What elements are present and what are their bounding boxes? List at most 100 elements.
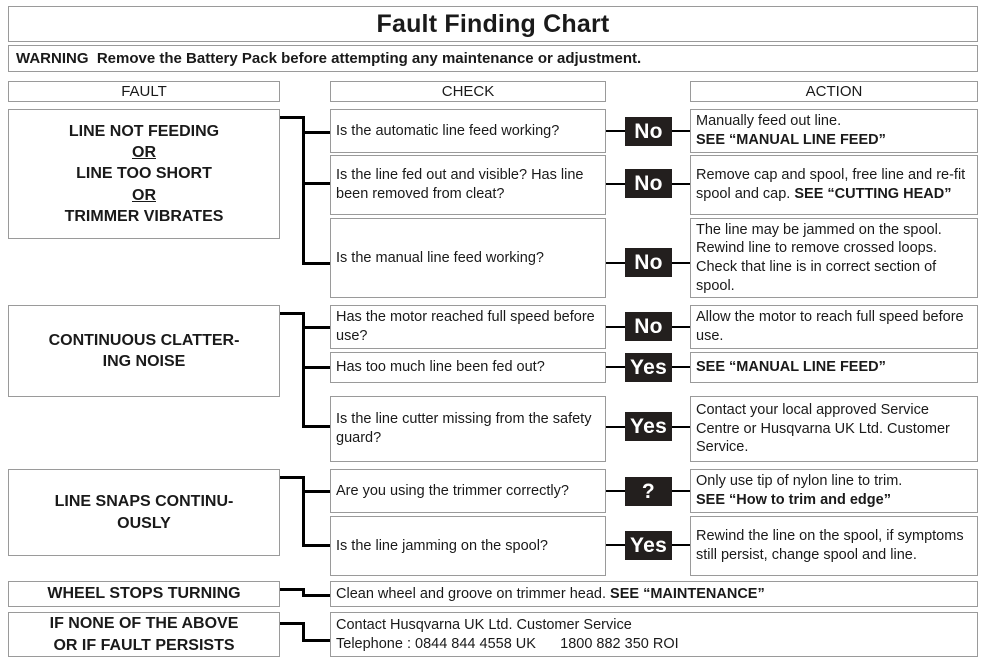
badge-yes: Yes: [625, 412, 672, 441]
connector-segment: [280, 116, 305, 119]
fault-box-line-snaps-continuously: LINE SNAPS CONTINU- OUSLY: [8, 469, 280, 556]
connector-trunk: [302, 116, 305, 265]
badge-no: No: [625, 312, 672, 341]
phone-roi: 1800 882 350 ROI: [560, 635, 679, 652]
connector-branch: [302, 326, 332, 329]
fault-line-0: LINE SNAPS CONTINU-: [54, 493, 234, 511]
connector-link: [606, 262, 625, 264]
action-text: Allow the motor to reach full speed befo…: [696, 309, 964, 344]
check-box: Is the manual line feed working?: [330, 218, 606, 298]
fault-box-continuous-clattering-noise: CONTINUOUS CLATTER- ING NOISE: [8, 305, 280, 397]
connector-trunk: [302, 312, 305, 428]
connector-branch: [302, 182, 332, 185]
fault-line-4: TRIMMER VIBRATES: [64, 207, 224, 225]
connector-trunk: [302, 476, 305, 547]
action-box: Manually feed out line. SEE “MANUAL LINE…: [690, 109, 978, 153]
fault-line-2: LINE TOO SHORT: [76, 165, 212, 183]
connector-link: [606, 183, 625, 185]
fault-line-0: IF NONE OF THE ABOVE: [49, 615, 239, 633]
connector-branch: [302, 490, 332, 493]
check-text: Is the manual line feed working?: [336, 249, 544, 266]
connector-link: [606, 544, 625, 546]
fault-line-0: LINE NOT FEEDING: [68, 123, 220, 141]
connector-trunk: [302, 588, 305, 596]
action-text: Remove cap and spool, free line and re-f…: [691, 166, 977, 203]
chart-title-box: Fault Finding Chart: [8, 6, 978, 42]
connector-segment: [280, 588, 305, 591]
column-header-fault: FAULT: [8, 81, 280, 102]
check-text: Are you using the trimmer correctly?: [336, 482, 569, 499]
action-text: Only use tip of nylon line to trim. SEE …: [691, 472, 906, 509]
fault-box-if-none-of-the-above: IF NONE OF THE ABOVE OR IF FAULT PERSIST…: [8, 612, 280, 657]
fault-line-3: OR: [132, 186, 156, 204]
warning-label: WARNING: [16, 50, 89, 67]
action-bold: SEE “MAINTENANCE”: [610, 585, 765, 602]
warning-body: Remove the Battery Pack before attemptin…: [96, 50, 642, 67]
connector-trunk: [302, 622, 305, 642]
connector-link: [606, 326, 625, 328]
check-text: Is the line jamming on the spool?: [336, 537, 548, 554]
fault-label: LINE SNAPS CONTINU- OUSLY: [55, 491, 234, 533]
action-bold: SEE “MANUAL LINE FEED”: [696, 132, 886, 148]
connector-link: [606, 490, 625, 492]
action-box: Rewind the line on the spool, if symptom…: [690, 516, 978, 576]
connector-link: [672, 366, 690, 368]
action-plain: Remove cap and spool, free line and re-f…: [696, 167, 966, 202]
connector-link: [606, 130, 625, 132]
connector-branch: [302, 639, 332, 642]
fault-line-1: ING NOISE: [102, 353, 186, 370]
connector-branch: [302, 544, 332, 547]
check-box: Has too much line been fed out?: [330, 352, 606, 383]
check-text: Has too much line been fed out?: [336, 359, 545, 376]
action-plain: Only use tip of nylon line to trim.: [696, 473, 903, 490]
connector-branch: [302, 131, 332, 134]
connector-link: [672, 426, 690, 428]
telephone-label: Telephone :: [336, 635, 416, 652]
action-bold: SEE “MANUAL LINE FEED”: [696, 359, 886, 376]
action-box: Remove cap and spool, free line and re-f…: [690, 155, 978, 215]
action-box: Contact your local approved Service Cent…: [690, 396, 978, 462]
badge-yes: Yes: [625, 531, 672, 560]
check-box: Is the automatic line feed working?: [330, 109, 606, 153]
action-bold: SEE “How to trim and edge”: [696, 492, 891, 508]
check-box: Has the motor reached full speed before …: [330, 305, 606, 349]
fault-box-line-not-feeding: LINE NOT FEEDING OR LINE TOO SHORT OR TR…: [8, 109, 280, 239]
fault-line-1: OUSLY: [117, 514, 171, 532]
action-text: SEE “MANUAL LINE FEED”: [691, 358, 890, 377]
action-box: SEE “MANUAL LINE FEED”: [690, 352, 978, 383]
action-box: The line may be jammed on the spool. Rew…: [690, 218, 978, 298]
page-title: Fault Finding Chart: [376, 9, 610, 38]
connector-link: [672, 130, 690, 132]
check-box: Are you using the trimmer correctly?: [330, 469, 606, 513]
action-contact-line: Contact Husqvarna UK Ltd. Customer Servi…: [336, 616, 632, 633]
connector-branch: [302, 425, 332, 428]
action-plain: Clean wheel and groove on trimmer head.: [336, 585, 607, 602]
fault-label: LINE NOT FEEDING OR LINE TOO SHORT OR TR…: [65, 121, 224, 227]
action-bold: SEE “CUTTING HEAD”: [794, 186, 952, 202]
warning-text: WARNING Remove the Battery Pack before a…: [9, 50, 641, 67]
fault-line-0: CONTINUOUS CLATTER-: [48, 331, 240, 349]
connector-link: [672, 262, 690, 264]
check-text: Is the line cutter missing from the safe…: [336, 411, 592, 446]
badge-no: No: [625, 117, 672, 146]
action-plain: The line may be jammed on the spool. Rew…: [696, 221, 942, 294]
fault-label: CONTINUOUS CLATTER- ING NOISE: [49, 330, 240, 372]
connector-branch: [302, 262, 332, 265]
fault-box-wheel-stops-turning: WHEEL STOPS TURNING: [8, 581, 280, 607]
action-plain: Manually feed out line.: [696, 113, 842, 130]
column-header-action: ACTION: [690, 81, 978, 102]
connector-link: [672, 490, 690, 492]
action-text: Clean wheel and groove on trimmer head. …: [331, 585, 769, 604]
action-box: Only use tip of nylon line to trim. SEE …: [690, 469, 978, 513]
connector-segment: [280, 622, 305, 625]
connector-link: [606, 366, 625, 368]
action-box: Contact Husqvarna UK Ltd. Customer Servi…: [330, 612, 978, 657]
connector-branch: [302, 594, 332, 597]
action-text: Contact your local approved Service Cent…: [696, 402, 950, 456]
connector-link: [606, 426, 625, 428]
badge-yes: Yes: [625, 353, 672, 382]
check-box: Is the line cutter missing from the safe…: [330, 396, 606, 462]
action-text: Rewind the line on the spool, if symptom…: [696, 528, 964, 563]
action-text: Manually feed out line. SEE “MANUAL LINE…: [691, 112, 890, 149]
